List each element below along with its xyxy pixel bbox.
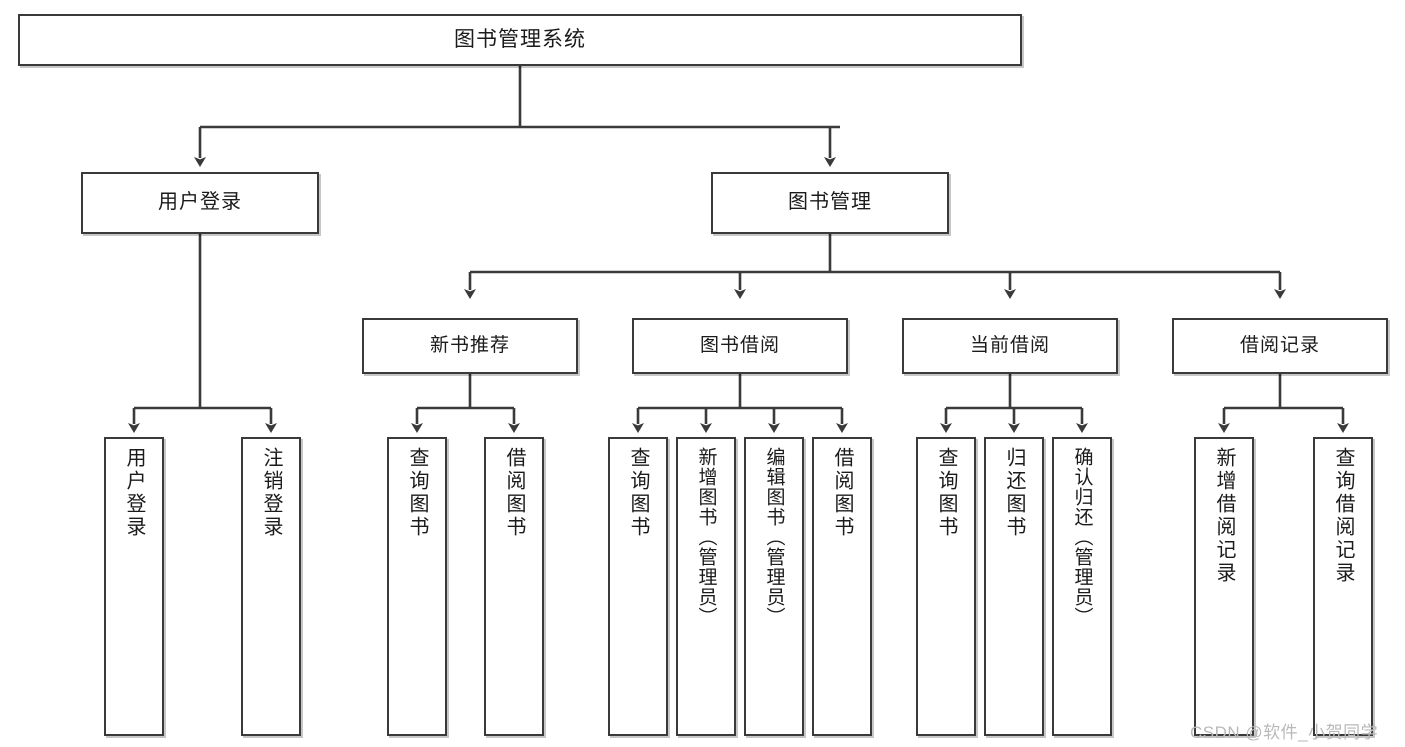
node-label: 确认归还（管理员） [1071,447,1093,627]
node-leaf-add-borrow-record[interactable]: 新增借阅记录 [1194,437,1254,736]
node-leaf-query-book-newbook[interactable]: 查询图书 [387,437,447,736]
node-book-borrow[interactable]: 图书借阅 [632,318,848,374]
node-leaf-borrow-book-newbook[interactable]: 借阅图书 [484,437,544,736]
node-borrow-record[interactable]: 借阅记录 [1172,318,1388,374]
node-label: 新增图书（管理员） [695,447,717,627]
node-label: 新增借阅记录 [1213,447,1235,585]
node-label: 借阅记录 [1239,334,1320,356]
node-leaf-query-book-borrow[interactable]: 查询图书 [608,437,668,736]
node-leaf-logout[interactable]: 注销登录 [241,437,301,736]
node-leaf-user-login[interactable]: 用户登录 [104,437,164,736]
node-new-book-recommend[interactable]: 新书推荐 [362,318,578,374]
node-book-management[interactable]: 图书管理 [711,172,949,234]
node-leaf-query-borrow-record[interactable]: 查询借阅记录 [1313,437,1373,736]
node-label: 借阅图书 [503,447,525,539]
node-label: 查询借阅记录 [1332,447,1354,585]
node-root-book-management-system[interactable]: 图书管理系统 [18,14,1022,66]
csdn-watermark: CSDN @软件_小贺同学 [1190,723,1379,742]
node-label: 图书管理系统 [454,27,586,51]
node-leaf-confirm-return-admin[interactable]: 确认归还（管理员） [1052,437,1112,736]
node-label: 借阅图书 [831,447,853,539]
node-label: 新书推荐 [429,334,510,356]
node-leaf-add-book-admin[interactable]: 新增图书（管理员） [676,437,736,736]
node-label: 用户登录 [158,191,242,214]
node-label: 查询图书 [406,447,428,539]
node-label: 当前借阅 [969,334,1050,356]
node-leaf-return-book[interactable]: 归还图书 [984,437,1044,736]
node-label: 注销登录 [260,447,282,539]
node-label: 查询图书 [627,447,649,539]
node-label: 用户登录 [123,447,145,539]
node-label: 编辑图书（管理员） [763,447,785,627]
node-label: 归还图书 [1003,447,1025,539]
node-current-borrow[interactable]: 当前借阅 [902,318,1118,374]
node-leaf-borrow-book[interactable]: 借阅图书 [812,437,872,736]
node-label: 图书管理 [788,191,872,214]
node-user-login[interactable]: 用户登录 [81,172,319,234]
node-label: 查询图书 [935,447,957,539]
node-leaf-query-book-current[interactable]: 查询图书 [916,437,976,736]
node-label: 图书借阅 [699,334,780,356]
node-leaf-edit-book-admin[interactable]: 编辑图书（管理员） [744,437,804,736]
